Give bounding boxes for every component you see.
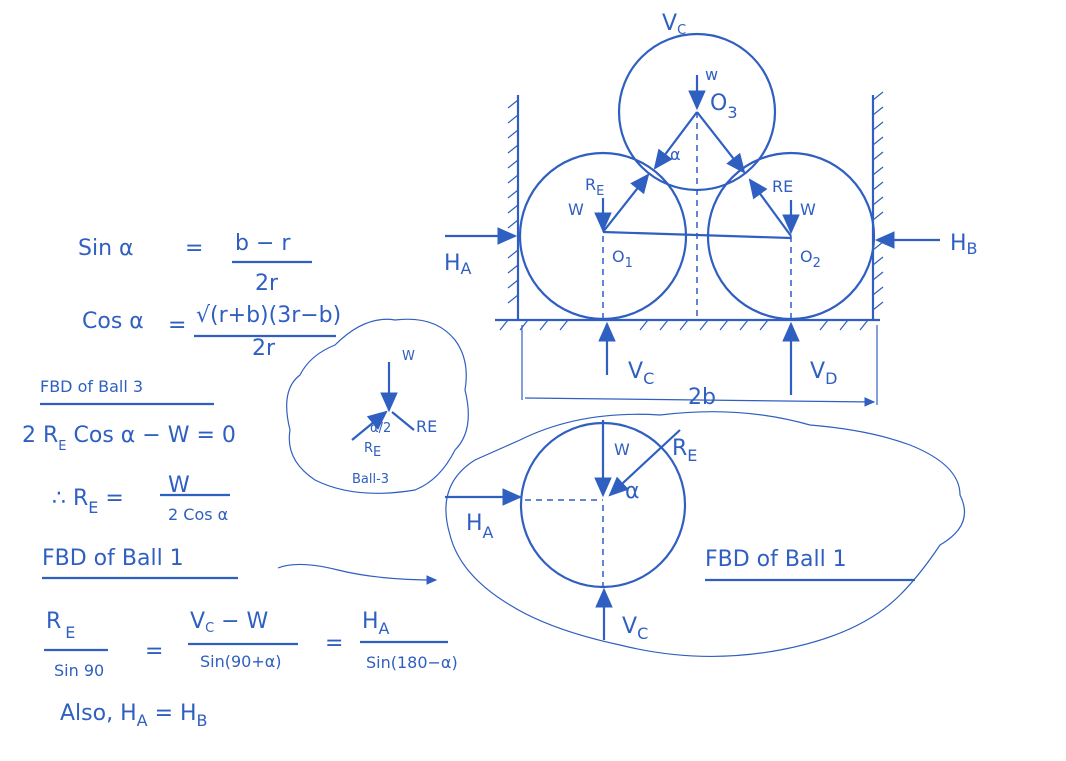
bubble-outline <box>445 411 966 657</box>
vc-label: VC <box>622 614 648 643</box>
ball1-fbd: W RE α HA VC FBD of Ball 1 <box>445 411 966 657</box>
equals: = <box>325 631 343 656</box>
re-left-label: RE <box>585 175 604 199</box>
w-label: W <box>614 440 630 459</box>
dimension-2b <box>524 397 876 407</box>
re-denominator: 2 Cos α <box>168 505 228 524</box>
re-arrow-left <box>351 410 388 441</box>
fbd-ball3-heading: FBD of Ball 3 <box>40 377 143 396</box>
re-arrow <box>608 429 681 497</box>
o1-label: O1 <box>612 247 633 271</box>
angle-label: α/2 <box>370 421 391 436</box>
main-container-diagram: VC w O3 α RE RE W W O1 O2 HA HB VC VD 2b <box>444 11 978 410</box>
lami-d2: Sin(90+α) <box>200 652 282 671</box>
equals: = <box>168 313 186 338</box>
equilibrium-equation: 2 RE Cos α − W = 0 <box>22 423 236 454</box>
equations: Sin α = b − r 2r Cos α = √(r+b)(3r−b) 2r… <box>22 231 458 730</box>
lami-d3: Sin(180−α) <box>366 653 458 672</box>
alpha-label: α <box>625 479 640 504</box>
equals: = <box>145 639 163 664</box>
cos-numerator: √(r+b)(3r−b) <box>196 303 341 328</box>
width-label: 2b <box>688 385 716 410</box>
lami-n2: VC − W <box>190 609 269 636</box>
re-line-right <box>391 411 415 431</box>
w-ball2: W <box>800 200 816 219</box>
w-ball1: W <box>568 200 584 219</box>
ball3-title: Ball-3 <box>352 472 389 487</box>
fbd-ball1-heading: FBD of Ball 1 <box>42 546 184 571</box>
ha-equals-hb: Also, HA = HB <box>60 701 208 730</box>
lami-n3: HA <box>362 609 390 638</box>
sin-alpha-lhs: Sin α <box>78 236 134 261</box>
lami-d1: Sin 90 <box>54 661 104 680</box>
vc-top-label: VC <box>662 11 686 38</box>
re-label: RE <box>672 436 697 465</box>
left-wall-hatch <box>507 99 519 304</box>
vd-label: VD <box>810 359 837 388</box>
ball1-title: FBD of Ball 1 <box>705 547 847 572</box>
centers-line <box>602 230 792 240</box>
pointer-arrow <box>277 563 438 585</box>
re-numerator: W <box>168 473 190 498</box>
floor-hatch <box>499 319 869 331</box>
w-ball3: w <box>705 65 718 84</box>
bubble-outline <box>286 318 469 494</box>
hb-label: HB <box>950 231 978 258</box>
equals: = <box>185 236 203 261</box>
sin-denominator: 2r <box>255 271 279 296</box>
re-right-label: RE <box>772 177 793 196</box>
cos-alpha-lhs: Cos α <box>82 309 144 334</box>
ha-label: HA <box>444 251 472 278</box>
vc-label: VC <box>628 359 654 388</box>
ball3-fbd: W α/2 RE RE Ball-3 <box>286 318 469 494</box>
re-arrow-ball1 <box>602 173 650 233</box>
re-arrow-ball3-right <box>696 111 746 174</box>
re-arrow-ball3-left <box>653 111 698 170</box>
w-label: W <box>402 349 415 364</box>
o3-label: O3 <box>710 91 738 122</box>
sin-numerator: b − r <box>235 231 291 256</box>
ha-label: HA <box>466 511 494 542</box>
re-left-label: RE <box>364 441 381 460</box>
cos-denominator: 2r <box>252 336 276 361</box>
re-right-label: RE <box>416 417 437 436</box>
alpha-label: α <box>670 145 681 164</box>
right-wall-hatch <box>872 91 884 311</box>
o2-label: O2 <box>800 247 821 271</box>
re-result: ∴ RE = <box>52 486 124 517</box>
